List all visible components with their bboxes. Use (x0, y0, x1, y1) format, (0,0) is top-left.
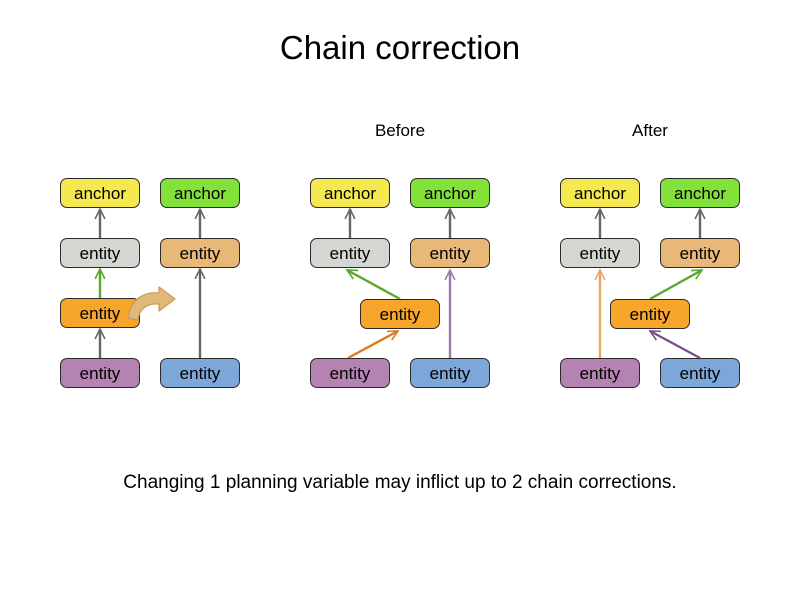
panel-label-after: After (632, 121, 668, 140)
p3-entity-tan[interactable]: entity (660, 238, 740, 268)
p1-entity-gray[interactable]: entity (60, 238, 140, 268)
p3-entity-gray-label: entity (579, 243, 621, 263)
p1-blue-to-tan (194, 267, 206, 358)
p3-anchor-green-label: anchor (674, 183, 726, 203)
p2-entity-orange[interactable]: entity (360, 299, 440, 329)
p1-entity-gray-label: entity (79, 243, 121, 263)
p2-entity-purple[interactable]: entity (310, 358, 390, 388)
p1-orange-to-gray (94, 267, 106, 298)
p1-entity-purple[interactable]: entity (60, 358, 140, 388)
p1-entity-purple-label: entity (79, 363, 121, 383)
p2-anchor-green-label: anchor (424, 183, 476, 203)
p2-entity-tan[interactable]: entity (410, 238, 490, 268)
p1-entity-blue-label: entity (179, 363, 221, 383)
p3-anchor-green[interactable]: anchor (660, 178, 740, 208)
p2-entity-tan-label: entity (429, 243, 471, 263)
p3-tan-to-green-anchor (694, 207, 706, 238)
p1-entity-orange-label: entity (79, 303, 121, 323)
p1-anchor-green-label: anchor (174, 183, 226, 203)
p3-entity-tan-label: entity (679, 243, 721, 263)
p2-orange-to-gray (345, 268, 401, 301)
p1-entity-tan-label: entity (179, 243, 221, 263)
p2-gray-to-yellow-anchor (344, 207, 356, 238)
caption-text: Changing 1 planning variable may inflict… (123, 472, 677, 493)
p2-entity-orange-label: entity (379, 304, 421, 324)
p3-entity-purple-label: entity (579, 363, 621, 383)
p3-blue-to-orange (648, 329, 701, 360)
p3-entity-orange-label: entity (629, 304, 671, 324)
p3-entity-blue[interactable]: entity (660, 358, 740, 388)
p2-blue-to-tan (444, 268, 456, 358)
p2-entity-gray-label: entity (329, 243, 371, 263)
p2-entity-purple-label: entity (329, 363, 371, 383)
p3-gray-to-yellow-anchor (594, 207, 606, 238)
p3-entity-orange[interactable]: entity (610, 299, 690, 329)
p2-entity-gray[interactable]: entity (310, 238, 390, 268)
p3-entity-gray[interactable]: entity (560, 238, 640, 268)
p3-entity-blue-label: entity (679, 363, 721, 383)
page-title: Chain correction (279, 29, 521, 66)
p1-gray-to-yellow-anchor (94, 207, 106, 238)
panel-label-before: Before (374, 121, 426, 140)
change-swoosh-arrow (127, 286, 176, 321)
p1-tan-to-green-anchor (194, 207, 206, 238)
p1-anchor-green[interactable]: anchor (160, 178, 240, 208)
p1-anchor-yellow[interactable]: anchor (60, 178, 140, 208)
p1-purple-to-orange (94, 327, 106, 358)
p1-anchor-yellow-label: anchor (74, 183, 126, 203)
p2-anchor-yellow-label: anchor (324, 183, 376, 203)
p2-anchor-yellow[interactable]: anchor (310, 178, 390, 208)
p1-entity-blue[interactable]: entity (160, 358, 240, 388)
p2-tan-to-green-anchor (444, 207, 456, 238)
p1-entity-orange[interactable]: entity (60, 298, 140, 328)
p3-anchor-yellow-label: anchor (574, 183, 626, 203)
p2-anchor-green[interactable]: anchor (410, 178, 490, 208)
p1-entity-tan[interactable]: entity (160, 238, 240, 268)
p2-purple-to-orange (347, 329, 400, 360)
p3-entity-purple[interactable]: entity (560, 358, 640, 388)
p2-entity-blue-label: entity (429, 363, 471, 383)
p3-purple-to-gray (594, 268, 606, 358)
p3-anchor-yellow[interactable]: anchor (560, 178, 640, 208)
p2-entity-blue[interactable]: entity (410, 358, 490, 388)
p3-orange-to-tan (649, 268, 704, 301)
